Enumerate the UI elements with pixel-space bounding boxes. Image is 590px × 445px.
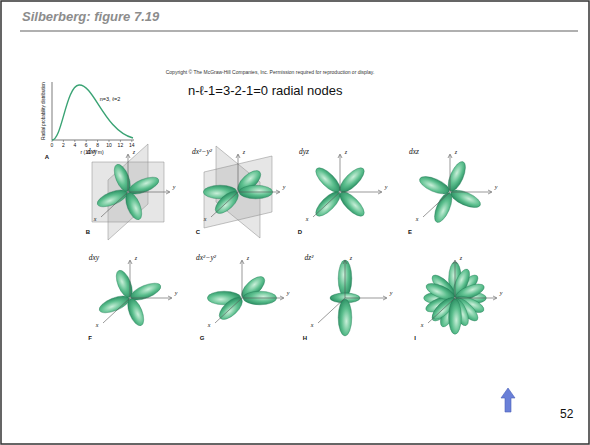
panel-letter: G <box>200 335 205 342</box>
panel-letter: F <box>88 335 92 342</box>
axis-letter: x <box>96 322 99 329</box>
page-number: 52 <box>560 408 573 421</box>
radial-graph <box>52 82 134 142</box>
axis-letter: x <box>208 322 211 329</box>
orbital-label: dz² <box>305 254 314 262</box>
axis-letter: z <box>460 255 462 262</box>
tick-label: 14 <box>129 143 135 149</box>
tick-label: 2 <box>62 143 65 149</box>
axis-letter: x <box>204 216 207 223</box>
nav-arrow-icon <box>501 388 515 412</box>
orbital-label: dxy <box>89 254 99 262</box>
radial-node-note: n-ℓ-1=3-2-1=0 radial nodes <box>188 84 343 98</box>
panel-letter: H <box>303 335 307 342</box>
panel-letter: D <box>298 229 302 236</box>
panel-letter: I <box>414 335 416 342</box>
axis-letter: z <box>133 149 135 156</box>
panel-letter: E <box>408 229 412 236</box>
tick-label: 12 <box>118 143 124 149</box>
axis-letter: y <box>283 184 286 191</box>
panel-letter: B <box>86 229 90 236</box>
axis-letter: y <box>173 184 176 191</box>
slide-title: Silberberg: figure 7.19 <box>22 9 159 24</box>
axis-letter: x <box>311 322 314 329</box>
axis-letter: y <box>385 184 388 191</box>
axis-letter: x <box>306 216 309 223</box>
axis-letter: y <box>287 290 290 297</box>
axis-letter: z <box>135 255 137 262</box>
orbital-label: dyz <box>299 148 309 156</box>
axis-letter: z <box>243 149 245 156</box>
axis-letter: y <box>495 184 498 191</box>
axis-letter: y <box>390 290 393 297</box>
axis-letter: x <box>416 216 419 223</box>
tick-label: 0 <box>51 143 54 149</box>
axis-title: Radial probability distribution <box>42 82 47 140</box>
axis-letter: z <box>350 255 352 262</box>
axis-letter: z <box>455 149 457 156</box>
copyright-note: Copyright © The McGraw-Hill Companies, I… <box>166 70 375 76</box>
axis-letter: y <box>175 290 178 297</box>
orbital-label: dx²−y² <box>192 148 212 156</box>
panel-letter: C <box>196 229 200 236</box>
axis-letter: z <box>345 149 347 156</box>
panel-letter: A <box>45 154 49 161</box>
tick-label: 4 <box>73 143 76 149</box>
curve-label: n=3, ℓ=2 <box>100 96 120 102</box>
orbital-label: dx²−y² <box>196 254 216 262</box>
tick-label: 10 <box>106 143 112 149</box>
axis-letter: z <box>247 255 249 262</box>
orbital-label: dxy <box>87 148 97 156</box>
axis-letter: x <box>421 322 424 329</box>
axis-letter: y <box>500 290 503 297</box>
orbital-label: dxz <box>409 148 419 156</box>
axis-letter: x <box>94 216 97 223</box>
